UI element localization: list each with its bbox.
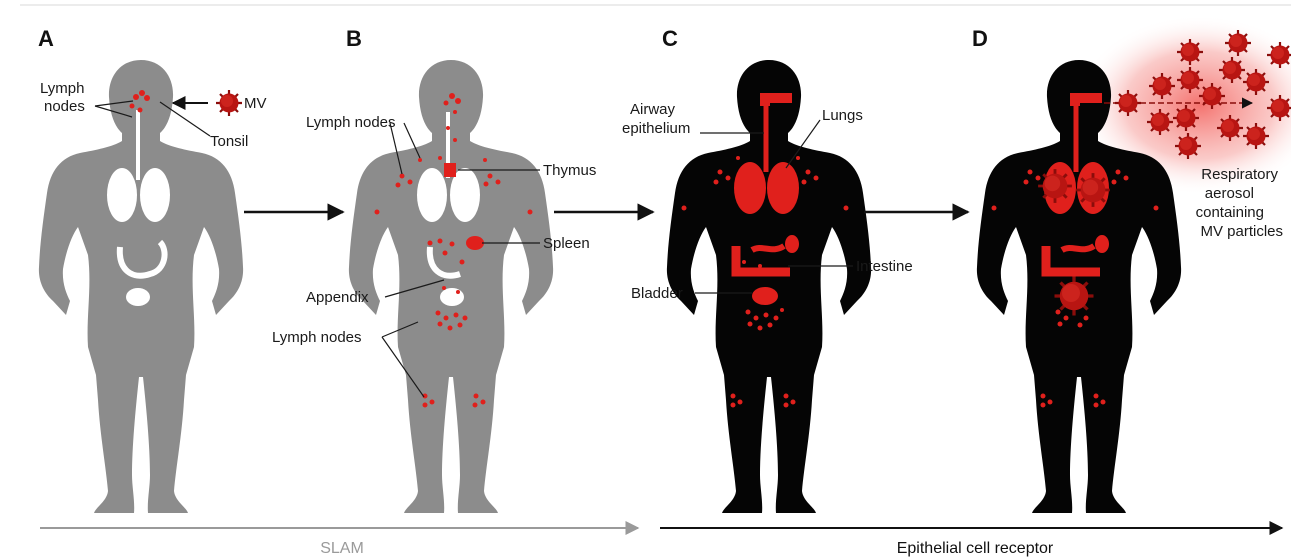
mv-label: MV [244, 95, 267, 112]
aerosol-label-2: aerosol [1205, 185, 1254, 202]
panel-a-label: A [38, 26, 54, 51]
lungs-label: Lungs [822, 107, 863, 124]
airway-label-2: epithelium [622, 120, 690, 137]
lymph-nodes-b-upper-label: Lymph nodes [306, 114, 396, 131]
black-body-c [667, 60, 871, 513]
aerosol-label-1: Respiratory [1201, 166, 1278, 183]
appendix-label: Appendix [306, 289, 369, 306]
spleen-label: Spleen [543, 235, 590, 252]
intestine-label: Intestine [856, 258, 913, 275]
panel-b-label: B [346, 26, 362, 51]
tonsil-label: Tonsil [210, 133, 248, 150]
panel-a: A Lymph nodes Tonsil MV [38, 26, 267, 513]
thymus-label: Thymus [543, 162, 596, 179]
lymph-nodes-a-label-2: nodes [44, 98, 85, 115]
panel-d-label: D [972, 26, 988, 51]
panel-c: C Airwa [622, 26, 913, 513]
epithelial-label: Epithelial cell receptor [897, 540, 1054, 557]
mv-virus-icon [216, 90, 242, 116]
panel-d: D [972, 15, 1291, 513]
slam-label: SLAM [320, 540, 364, 557]
bladder-label: Bladder [631, 285, 683, 302]
aerosol-label-3: containing [1196, 204, 1264, 221]
panel-b: B [272, 26, 596, 513]
lymph-nodes-b-lower-label: Lymph nodes [272, 329, 362, 346]
gray-body-a [39, 60, 243, 513]
airway-label-1: Airway [630, 101, 676, 118]
panel-c-label: C [662, 26, 678, 51]
lymph-nodes-a-label-1: Lymph [40, 80, 84, 97]
aerosol-label-4: MV particles [1200, 223, 1283, 240]
